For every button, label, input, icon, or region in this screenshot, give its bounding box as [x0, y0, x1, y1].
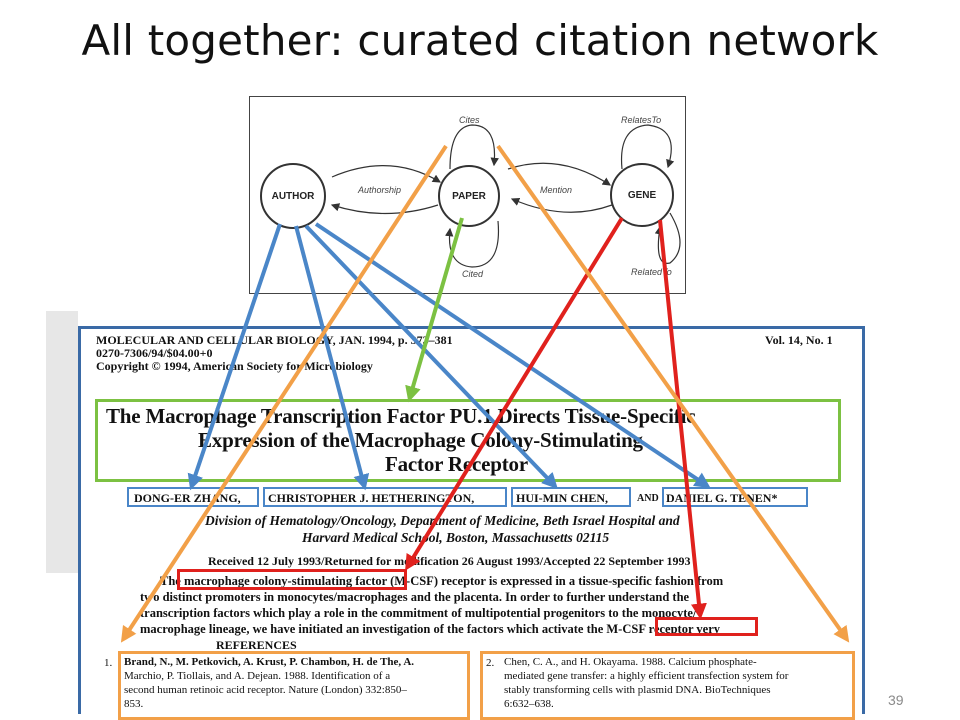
mention-label: Mention	[540, 185, 573, 195]
gene-node: GENE	[610, 163, 674, 227]
author-arrow-2	[294, 225, 370, 491]
references-heading: REFERENCES	[216, 638, 297, 652]
article-title-line-1: The Macrophage Transcription Factor PU.1…	[106, 404, 696, 428]
ref-2-number: 2.	[486, 657, 495, 669]
title-highlight-box	[95, 399, 841, 482]
slide-number: 39	[888, 692, 904, 708]
mention-edge-in	[510, 198, 613, 213]
author-arrow-3	[304, 224, 558, 490]
received-line: Received 12 July 1993/Returned for modif…	[208, 554, 691, 568]
relatedto-loop	[654, 212, 681, 264]
mention-edge-out	[507, 162, 612, 186]
cites-arrow-1	[120, 144, 448, 643]
volume-line: Vol. 14, No. 1	[765, 333, 833, 347]
article-title-line-3: Factor Receptor	[385, 452, 528, 476]
author-and: AND	[637, 493, 659, 504]
affiliation-line-1: Division of Hematology/Oncology, Departm…	[205, 513, 680, 528]
cites-label: Cites	[459, 115, 480, 125]
authorship-label: Authorship	[358, 185, 402, 195]
relatesto-label: RelatesTo	[621, 115, 662, 125]
schema-diagram: AUTHOR PAPER GENE Cites Cited RelatesTo …	[249, 96, 686, 294]
relatedto-label: RelatedTo	[631, 267, 672, 277]
author-arrow-4	[314, 222, 711, 489]
paper-node: PAPER	[438, 165, 500, 227]
cites-arrow-2	[496, 144, 850, 643]
gene-arrow-2	[658, 219, 707, 620]
paper-shade	[46, 311, 78, 573]
abstract-line-4: macrophage lineage, we have initiated an…	[140, 622, 720, 636]
author-2-highlight-box	[263, 487, 507, 507]
ref-1-line-2: Marchio, P. Tiollais, and A. Dejean. 198…	[124, 670, 391, 682]
author-3-highlight-box	[511, 487, 631, 507]
ref-2-line-4: 6:632–638.	[504, 698, 554, 710]
abstract-line-1: The macrophage colony-stimulating factor…	[160, 574, 724, 588]
gene-mention-1-box	[177, 569, 407, 590]
author-3: HUI-MIN CHEN,	[516, 491, 608, 505]
ref-1-number: 1.	[104, 657, 113, 669]
author-4-highlight-box	[662, 487, 808, 507]
ref-2-line-3: stably transforming cells with plasmid D…	[504, 684, 771, 696]
schema-edges	[330, 124, 681, 268]
authorship-edge-in	[330, 203, 439, 215]
reference-1-box	[118, 651, 470, 720]
cited-label: Cited	[462, 269, 484, 279]
ref-1-line-4: 853.	[124, 698, 144, 710]
article-title-line-2: Expression of the Macrophage Colony-Stim…	[198, 428, 643, 452]
ref-1-line-3: second human retinoic acid receptor. Nat…	[124, 684, 407, 696]
gene-arrow-1	[405, 216, 624, 571]
cited-loop	[445, 220, 500, 268]
ref-2-line-2: mediated gene transfer: a highly efficie…	[504, 670, 789, 682]
author-arrow-1	[187, 223, 282, 491]
author-node: AUTHOR	[260, 163, 326, 229]
ref-1-line-1: Brand, N., M. Petkovich, A. Krust, P. Ch…	[124, 656, 415, 668]
reference-2-box	[480, 651, 855, 720]
affiliation-line-2: Harvard Medical School, Boston, Massachu…	[302, 530, 610, 545]
cites-loop	[449, 124, 499, 170]
author-2: CHRISTOPHER J. HETHERINGTON,	[268, 491, 475, 505]
ref-2-line-1: Chen, C. A., and H. Okayama. 1988. Calci…	[504, 656, 757, 668]
authorship-edge-out	[331, 165, 442, 183]
relatesto-loop	[620, 124, 675, 170]
issn-line: 0270-7306/94/$04.00+0	[96, 346, 213, 360]
paper-excerpt	[46, 311, 866, 715]
journal-line: MOLECULAR AND CELLULAR BIOLOGY, JAN. 199…	[96, 333, 453, 347]
abstract-line-2: two distinct promoters in monocytes/macr…	[140, 590, 690, 604]
slide-title: All together: curated citation network	[81, 16, 879, 65]
paper-arrow	[405, 217, 464, 403]
abstract-line-3: transcription factors which play a role …	[140, 606, 697, 620]
